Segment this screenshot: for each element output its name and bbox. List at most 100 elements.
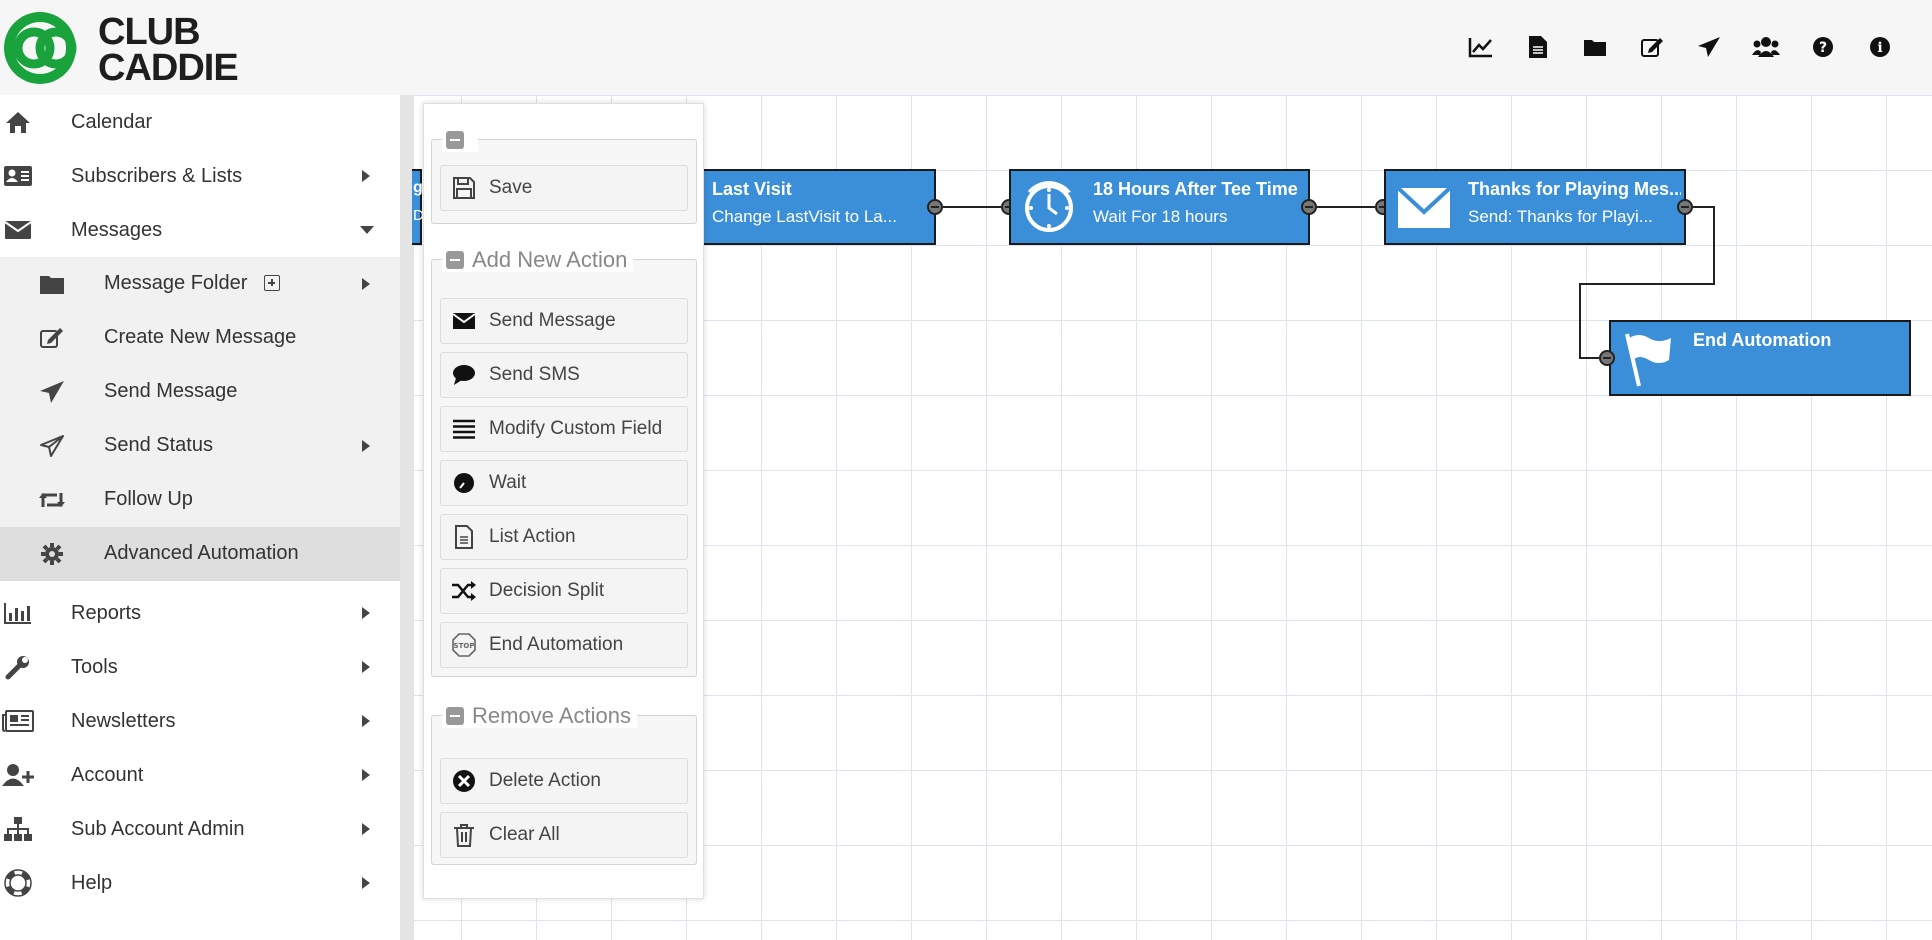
sidebar-item-subscribers[interactable]: Subscribers & Lists [0,149,400,203]
sidebar-subitem-create-new-message[interactable]: Create New Message [0,311,400,365]
action-label: Send SMS [489,364,580,385]
sidebar-item-help[interactable]: Help [0,856,400,910]
document-icon[interactable] [1509,33,1566,61]
sidebar-item-label: Help [71,871,113,894]
connector-line [1579,283,1581,358]
clear-all-button[interactable]: Clear All [440,812,688,858]
users-icon[interactable] [1737,33,1794,61]
sidebar-item-label: Follow Up [104,488,193,510]
flow-node-title: Last Visit [712,179,792,199]
connector-port[interactable] [927,199,943,215]
flow-node-title: Thanks for Playing Mes... [1468,179,1681,199]
caret-right-icon [362,661,370,673]
flow-node-last-visit[interactable]: Last Visit Change LastVisit to La... [698,169,936,245]
line-chart-icon[interactable] [1452,33,1509,61]
sidebar-item-reports[interactable]: Reports [0,586,400,640]
add-action-legend[interactable]: Add New Action [442,247,634,272]
collapse-icon[interactable] [446,707,464,725]
sidebar-subitem-advanced-automation[interactable]: Advanced Automation [0,527,400,581]
delete-action-button[interactable]: Delete Action [440,758,688,804]
connector-line [1579,283,1715,285]
sidebar-item-label: Message Folder [104,272,248,294]
sidebar-item-label: Calendar [71,110,153,133]
flow-node-wait[interactable]: 18 Hours After Tee Time Wait For 18 hour… [1009,169,1310,245]
connector-port[interactable] [1677,199,1693,215]
sidebar-item-newsletters[interactable]: Newsletters [0,694,400,748]
svg-text:?: ? [1818,40,1826,56]
document-icon [451,524,477,550]
floppy-disk-icon [451,175,477,201]
caret-right-icon [362,823,370,835]
question-icon[interactable]: ? [1794,33,1851,61]
address-card-icon [2,161,34,191]
add-send-sms-button[interactable]: Send SMS [440,352,688,398]
collapse-icon[interactable] [446,131,464,149]
bar-chart-icon [2,598,34,628]
add-send-message-button[interactable]: Send Message [440,298,688,344]
sidebar-item-label: Reports [71,601,142,624]
sidebar-item-sub-account-admin[interactable]: Sub Account Admin [0,802,400,856]
caret-down-icon [360,226,374,234]
flow-node-partial[interactable]: g D [412,169,424,245]
sidebar-item-label: Create New Message [104,326,297,348]
folder-icon[interactable] [1566,33,1623,61]
add-list-action-button[interactable]: List Action [440,514,688,560]
sidebar-subitem-send-message[interactable]: Send Message [0,365,400,419]
sidebar-subitem-message-folder[interactable]: Message Folder [0,257,400,311]
life-ring-icon [2,868,34,898]
action-label: Decision Split [489,580,605,601]
svg-text:STOP: STOP [454,642,475,650]
top-header: CLUB CADDIE ? i [0,0,1932,95]
sidebar-item-label: Sub Account Admin [71,817,245,840]
action-label: Clear All [489,824,560,845]
save-button[interactable]: Save [440,165,688,211]
info-icon[interactable]: i [1851,33,1908,61]
collapse-icon[interactable] [446,251,464,269]
connector-line [1579,357,1599,359]
sidebar-item-label: Subscribers & Lists [71,164,243,187]
sidebar-item-messages[interactable]: Messages [0,203,400,257]
connector-port[interactable] [1301,199,1317,215]
send-icon[interactable] [1680,33,1737,61]
sidebar: Calendar Subscribers & Lists Messages Me… [0,95,400,940]
wrench-icon [2,652,34,682]
remove-action-legend[interactable]: Remove Actions [442,703,637,728]
caret-right-icon [362,278,370,290]
club-caddie-logo[interactable]: CLUB CADDIE [0,8,260,88]
folder-icon [36,269,68,299]
sidebar-item-account[interactable]: Account [0,748,400,802]
flow-node-title: g [413,179,423,196]
add-modify-custom-field-button[interactable]: Modify Custom Field [440,406,688,452]
action-label: Send Message [489,310,616,331]
add-end-automation-button[interactable]: STOP End Automation [440,622,688,668]
sidebar-subitem-send-status[interactable]: Send Status [0,419,400,473]
add-wait-button[interactable]: Wait [440,460,688,506]
top-toolbar: ? i [1452,33,1908,61]
caret-right-icon [362,715,370,727]
edit-icon[interactable] [1623,33,1680,61]
sidebar-item-label: Advanced Automation [104,542,299,564]
connector-port[interactable] [1599,350,1615,366]
sidebar-scrollbar[interactable] [400,95,414,940]
newspaper-icon [2,706,34,736]
action-panel: Save Add New Action Send Message Send SM… [423,103,704,899]
flow-node-subtitle: D [413,207,424,224]
action-label: End Automation [489,634,624,655]
stop-sign-icon: STOP [451,632,477,658]
flow-node-end-automation[interactable]: End Automation [1609,320,1911,396]
sidebar-subitem-follow-up[interactable]: Follow Up [0,473,400,527]
envelope-icon [1396,179,1452,237]
sidebar-item-calendar[interactable]: Calendar [0,95,400,149]
save-button-label: Save [489,177,533,198]
home-icon [2,107,34,137]
add-action-group: Add New Action Send Message Send SMS Mod… [431,247,697,677]
sidebar-item-tools[interactable]: Tools [0,640,400,694]
save-group-legend[interactable] [442,128,478,152]
flow-node-send-message[interactable]: Thanks for Playing Mes... Send: Thanks f… [1384,169,1686,245]
connector-line [1713,206,1715,284]
caret-right-icon [362,877,370,889]
add-folder-icon[interactable] [264,275,280,291]
connector-line [1693,206,1714,208]
send-icon [36,377,68,407]
add-decision-split-button[interactable]: Decision Split [440,568,688,614]
